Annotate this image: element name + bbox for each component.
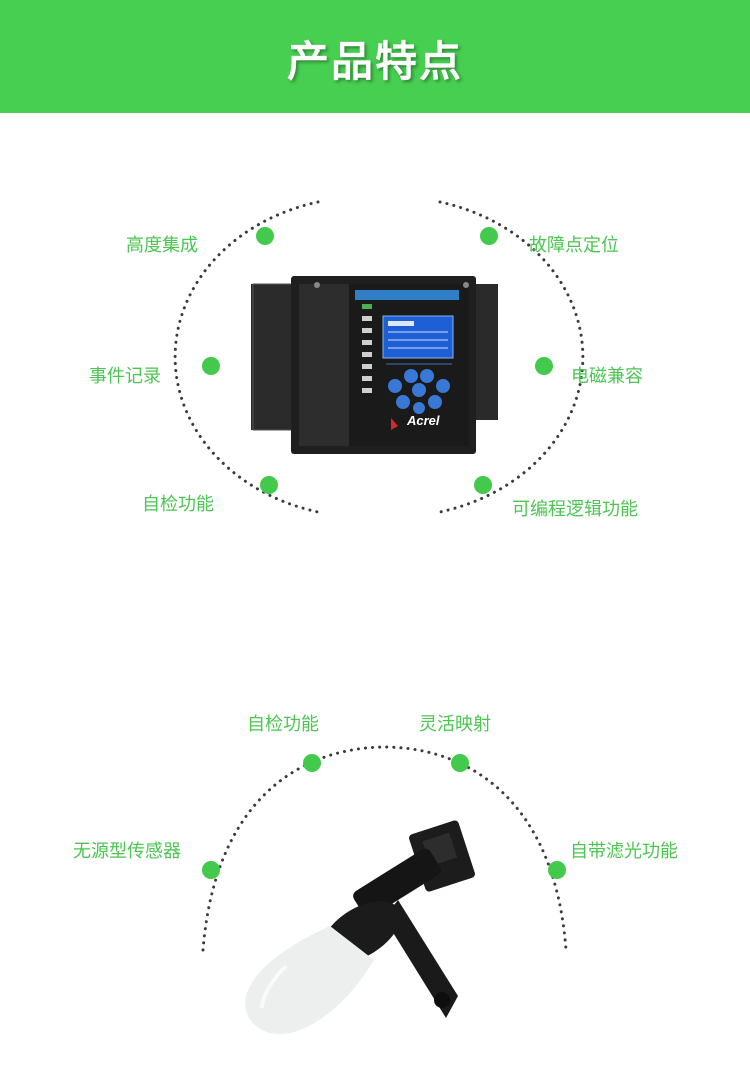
- node-dot: [202, 861, 220, 879]
- node-dot: [260, 476, 278, 494]
- feature-label-flexible-mapping: 灵活映射: [419, 714, 491, 735]
- node-dot: [535, 357, 553, 375]
- brand-logo: Acrel: [407, 413, 440, 428]
- feature-label-self-check-2: 自检功能: [247, 714, 319, 735]
- header-banner: 产品特点: [0, 0, 750, 113]
- feature-label-light-filter: 自带滤光功能: [570, 841, 678, 862]
- arc-sensor: [245, 820, 475, 1035]
- node-dot: [480, 227, 498, 245]
- feature-label-passive-sensor: 无源型传感器: [73, 841, 181, 862]
- feature-label-event-record: 事件记录: [89, 366, 161, 387]
- node-dot: [202, 357, 220, 375]
- feature-label-fault-locating: 故障点定位: [529, 235, 619, 256]
- protection-device: [251, 276, 498, 454]
- dotted-arc-left: [173, 200, 320, 514]
- node-dot: [474, 476, 492, 494]
- node-dot: [303, 754, 321, 772]
- feature-label-emc: 电磁兼容: [571, 366, 643, 387]
- feature-label-programmable-logic: 可编程逻辑功能: [512, 499, 638, 520]
- feature-label-self-check: 自检功能: [142, 494, 214, 515]
- node-dot: [548, 861, 566, 879]
- node-dot: [256, 227, 274, 245]
- dotted-arc-right: [438, 200, 585, 514]
- page-title: 产品特点: [286, 37, 463, 86]
- node-dot: [451, 754, 469, 772]
- feature-label-high-integration: 高度集成: [126, 235, 198, 256]
